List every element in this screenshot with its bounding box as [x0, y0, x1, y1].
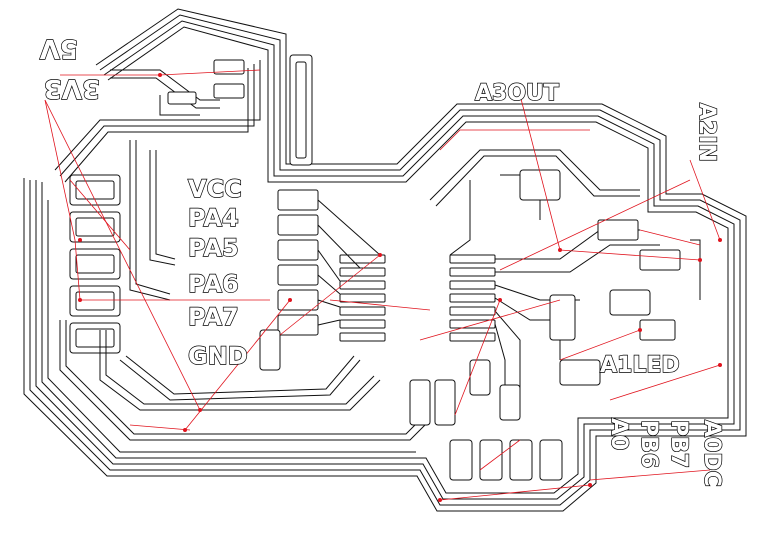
label-pa5: PA5: [188, 234, 239, 262]
right-region-traces: [429, 149, 701, 386]
power-input-traces: [110, 54, 313, 166]
label-3v3: 3V3: [44, 73, 100, 103]
label-a3out: A3OUT: [475, 81, 559, 106]
label-gnd: GND: [188, 342, 248, 370]
label-pa4: PA4: [188, 204, 239, 232]
label-5v: 5V: [40, 33, 78, 63]
bottom-pad-row: [409, 359, 563, 481]
label-pa6: PA6: [188, 270, 239, 298]
label-a0: A0: [606, 418, 631, 450]
left-routed-traces: [47, 60, 431, 453]
label-pa7: PA7: [188, 303, 239, 331]
header-pin-pads: [259, 189, 319, 371]
label-a1led: A1LED: [600, 353, 680, 378]
label-a0dc: A0DC: [699, 420, 724, 487]
ratsnest-lines: [44, 69, 721, 501]
label-pb7: PB7: [666, 420, 691, 468]
label-vcc: VCC: [188, 175, 242, 203]
via-markers: [78, 73, 722, 502]
left-pad-column: [69, 174, 121, 354]
label-a2in: A2IN: [694, 103, 719, 162]
mcu-footprint: [317, 199, 660, 420]
label-pb6: PB6: [636, 420, 661, 468]
silkscreen-labels: 5V 3V3 A3OUT VCC PA4 PA5 PA6 PA7 GND A2I…: [39, 32, 725, 487]
